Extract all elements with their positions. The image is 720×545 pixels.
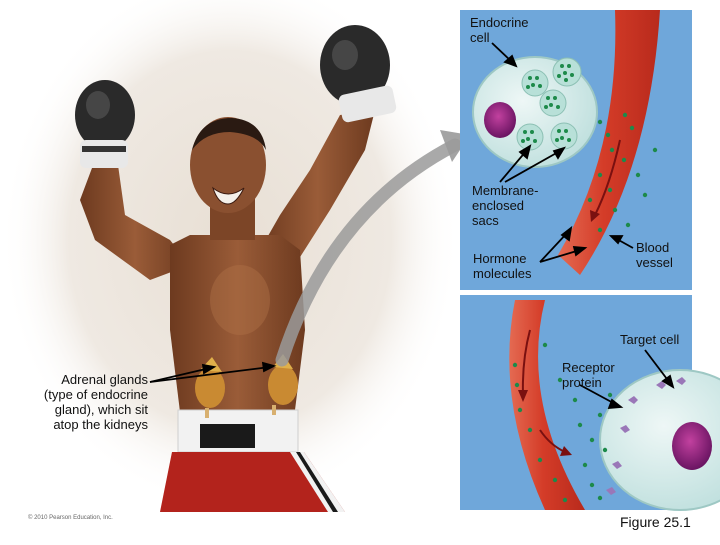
blood-vessel-top: [558, 10, 660, 275]
label-adrenal-glands: Adrenal glands (type of endocrine gland)…: [43, 372, 148, 432]
blood-flow-arrowhead-bottom-2: [560, 446, 572, 456]
shorts-stripe-dark: [296, 452, 338, 512]
target-cell: [599, 369, 720, 511]
label-membrane-sacs: Membrane- enclosed sacs: [472, 183, 539, 228]
label-target-cell: Target cell: [620, 332, 680, 347]
hormone-molecules-top: [587, 112, 658, 233]
connector-arrow: [275, 138, 462, 367]
label-hormone-molecules: Hormone molecules: [473, 251, 532, 281]
boxer-right-arm: [260, 110, 375, 265]
blood-flow-arrowhead-bottom-1: [518, 390, 528, 402]
boxer-shorts: [160, 452, 345, 512]
membrane-enclosed-sacs: [516, 57, 582, 151]
copyright-notice: © 2010 Pearson Education, Inc.: [28, 515, 113, 521]
hormone-molecules-bottom: [512, 342, 613, 503]
boxer-hair: [192, 118, 266, 150]
blood-flow-arrowhead-top: [590, 210, 600, 222]
boxer-mouth: [212, 186, 245, 205]
boxer-chest-highlight: [210, 265, 270, 335]
leader-lines: [149, 42, 675, 410]
right-boxing-glove: [320, 25, 397, 123]
boxer-head: [190, 117, 266, 213]
label-endocrine-cell: Endocrine cell: [470, 15, 529, 45]
blood-flow-arrow-top: [594, 139, 621, 216]
waistband-patch: [200, 424, 255, 448]
label-blood-vessel: Blood vessel: [636, 240, 673, 270]
target-nucleus: [672, 422, 712, 470]
boxer-left-arm: [80, 160, 190, 280]
endocrine-nucleus: [484, 102, 516, 138]
left-boxing-glove: [75, 80, 135, 168]
figure-number: Figure 25.1: [620, 514, 691, 530]
blood-flow-arrow-bottom-1: [521, 329, 531, 396]
receptor-proteins: [606, 377, 686, 495]
label-receptor-protein: Receptor protein: [562, 360, 615, 390]
blood-vessel-bottom: [509, 300, 585, 510]
